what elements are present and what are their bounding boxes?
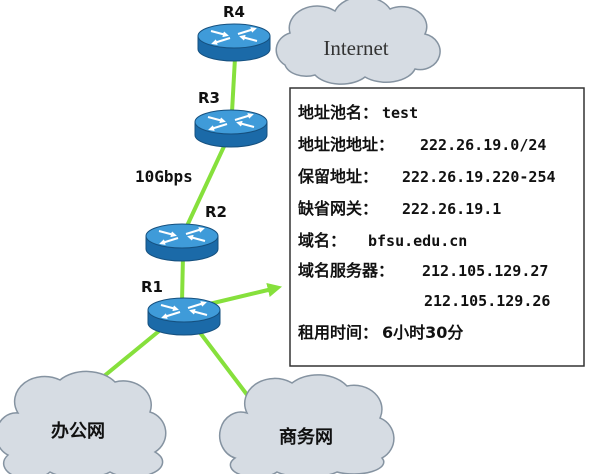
link-r1-business [193,324,250,398]
internet-label: Internet [323,36,388,60]
cloud-icon [218,374,395,474]
business-network-label: 商务网 [279,426,333,448]
link-r3-r2 [184,138,229,230]
domain-value: bfsu.edu.cn [368,232,467,250]
router-r3 [194,109,268,148]
dns-server-value-1: 212.105.129.27 [422,262,548,280]
router-r2 [145,223,219,262]
router-icon [147,297,221,336]
business-network-cloud: 商务网 [218,374,395,474]
default-gateway-value: 222.26.19.1 [402,200,501,218]
default-gateway-label: 缺省网关： [298,199,378,218]
router-r3-label: R3 [198,89,220,107]
dhcp-info-box: 地址池名： test 地址池地址： 222.26.19.0/24 保留地址： 2… [289,87,585,367]
arrow-icon [203,282,283,307]
link-r2-r1 [180,253,185,304]
pool-address-value: 222.26.19.0/24 [420,136,546,154]
router-r4-label: R4 [223,3,245,21]
pool-name-value: test [382,104,418,122]
router-r1-label: R1 [141,278,163,296]
dns-server-row: 域名服务器： 212.105.129.27 [298,261,548,280]
cloud-icon [0,370,167,474]
office-network-cloud: 办公网 [0,370,167,474]
router-icon [197,23,271,62]
info-box-frame [289,87,585,367]
lease-time-label: 租用时间： [298,323,378,342]
pool-address-label: 地址池地址： [298,135,394,154]
dns-server-row-2: 212.105.129.26 [424,292,550,310]
router-r1 [147,297,221,336]
dns-server-label: 域名服务器： [298,261,394,280]
router-r4 [197,23,271,62]
link-r4-r3 [230,56,237,114]
router-r2-label: R2 [205,203,227,221]
pool-address-row: 地址池地址： 222.26.19.0/24 [298,135,546,154]
domain-label: 域名： [298,231,346,250]
cloud-icon [275,0,441,85]
lease-time-value: 6小时30分 [382,323,463,342]
pool-name-label: 地址池名： [298,103,378,122]
link-speed-label: 10Gbps [135,167,193,186]
reserved-address-label: 保留地址： [297,167,378,186]
reserved-address-value: 222.26.19.220-254 [402,168,556,186]
dns-server-value-2: 212.105.129.26 [424,292,550,310]
internet-cloud: Internet [275,0,441,85]
router-icon [145,223,219,262]
lease-time-row: 租用时间： 6小时30分 [298,323,463,342]
office-network-label: 办公网 [51,420,105,442]
reserved-address-row: 保留地址： 222.26.19.220-254 [297,167,556,186]
default-gateway-row: 缺省网关： 222.26.19.1 [298,199,501,218]
domain-row: 域名： bfsu.edu.cn [298,231,467,250]
pool-name-row: 地址池名： test [298,103,418,122]
router-icon [194,109,268,148]
